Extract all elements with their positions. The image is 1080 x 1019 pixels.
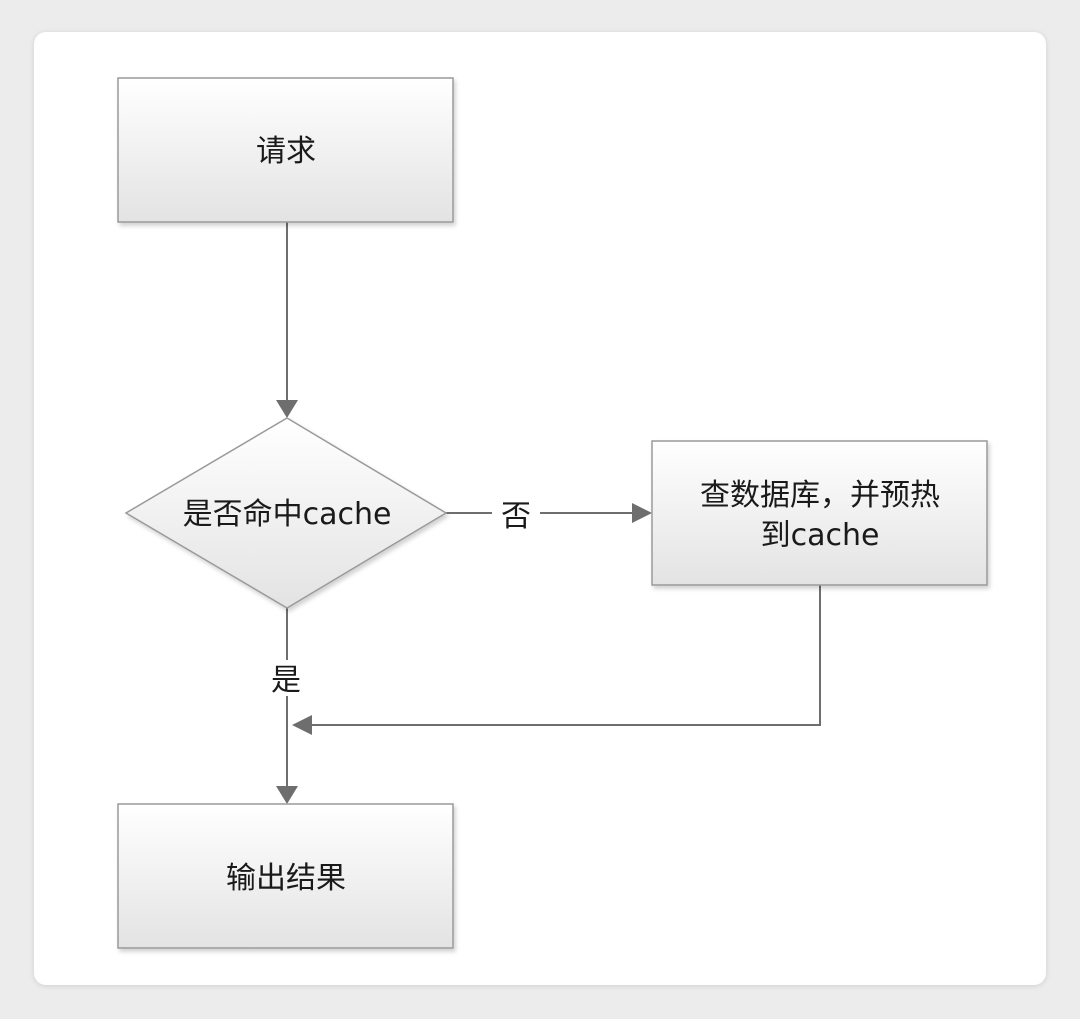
arrowhead-left-icon <box>292 715 312 735</box>
edge-no-label-bg <box>492 496 540 532</box>
node-database-label-line2: 到cache <box>761 518 880 553</box>
node-request-label: 请求 <box>256 134 316 169</box>
node-decision-label: 是否命中cache <box>183 497 392 532</box>
arrowheads <box>276 400 652 804</box>
arrowhead-right-icon <box>632 503 652 523</box>
node-database-label-line1: 查数据库，并预热 <box>700 478 940 513</box>
edge-yes-label-bg <box>264 660 310 696</box>
arrowhead-down-icon <box>276 786 298 804</box>
node-request: 请求 <box>117 77 454 223</box>
arrowhead-down-icon <box>276 400 298 418</box>
node-database: 查数据库，并预热 到cache <box>651 440 988 586</box>
edge-no-label: 否 <box>501 499 531 534</box>
edge-yes-label: 是 <box>271 663 301 698</box>
edge-db-to-merge <box>310 585 821 726</box>
node-output-label: 输出结果 <box>226 861 346 896</box>
node-decision: 是否命中cache <box>124 417 448 609</box>
node-output: 输出结果 <box>117 803 454 949</box>
